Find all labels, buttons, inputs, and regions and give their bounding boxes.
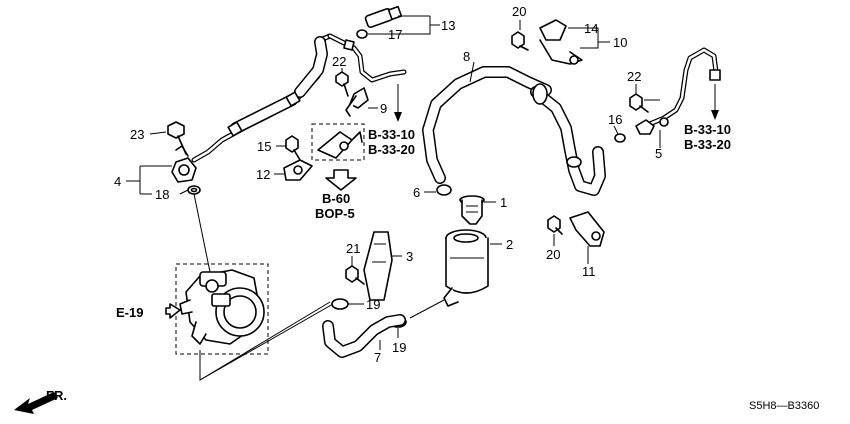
power-steering-pump: [179, 269, 265, 345]
part-13-pressure-switch: [364, 5, 440, 35]
callout-10: 10: [613, 35, 627, 50]
part-15-bolt: [276, 135, 301, 161]
high-pressure-pipe: [327, 33, 407, 83]
callout-9: 9: [380, 101, 387, 116]
arrow-b33-left: [394, 84, 402, 122]
callout-20-lower: 20: [546, 247, 560, 262]
part-12-clamp: [274, 159, 313, 181]
part-20-bolt-upper: [511, 20, 529, 51]
callout-20-upper: 20: [512, 4, 526, 19]
callout-7: 7: [374, 350, 381, 365]
part-14-clamp-bracket: [539, 19, 610, 65]
front-arrow: FR.: [14, 388, 67, 414]
part-20-bolt-lower: [547, 215, 563, 246]
callout-22-left: 22: [332, 54, 346, 69]
callout-23: 23: [130, 127, 144, 142]
callout-15: 15: [257, 139, 271, 154]
right-return-pipe: [635, 47, 721, 135]
callout-13: 13: [441, 18, 455, 33]
callout-8: 8: [463, 49, 470, 64]
callout-3: 3: [406, 249, 413, 264]
part-23-bolt: [149, 121, 187, 155]
callout-14: 14: [584, 21, 598, 36]
callout-11: 11: [582, 264, 596, 279]
high-pressure-hose: [191, 33, 333, 163]
callout-21: 21: [346, 241, 360, 256]
part-16-clamp: [613, 125, 626, 143]
part-22-bolt-left: [335, 68, 349, 97]
part-18-washer: [179, 185, 211, 273]
diagram-code: S5H8—B3360: [749, 400, 819, 412]
arrow-b33-right: [711, 84, 719, 120]
callout-12: 12: [256, 167, 270, 182]
callout-16: 16: [608, 112, 622, 127]
ref-b33-20-left: B-33-20: [368, 142, 415, 157]
part-11-stay: [569, 211, 605, 264]
ref-b60: B-60: [322, 191, 350, 206]
part-17-oring: [356, 29, 384, 39]
front-label: FR.: [46, 388, 67, 403]
ref-b33-20-right: B-33-20: [684, 137, 731, 152]
part-22-bolt-right: [629, 84, 660, 113]
callout-22-right: 22: [627, 69, 641, 84]
callout-5: 5: [655, 146, 662, 161]
part-9-bracket: [345, 87, 378, 117]
callout-1: 1: [500, 195, 507, 210]
part-7-suction-hose: [322, 299, 445, 358]
part-1-cap: [459, 195, 496, 225]
e19-label: E-19: [116, 305, 143, 320]
part-8-return-hose: [422, 61, 606, 196]
e19-reference: E-19: [116, 303, 181, 320]
bracket-dashed-box: [311, 123, 365, 161]
callout-2: 2: [506, 237, 513, 252]
part-19-clamp-upper: [331, 298, 364, 310]
callout-4: 4: [114, 174, 121, 189]
callout-19-lower: 19: [392, 340, 406, 355]
ref-bop5: BOP-5: [315, 206, 355, 221]
part-21-bolt: [345, 256, 365, 285]
callout-6: 6: [413, 185, 420, 200]
ref-b33-10-left: B-33-10: [368, 127, 415, 142]
callout-17: 17: [388, 27, 402, 42]
callout-19-upper: 19: [366, 297, 380, 312]
part-6-clamp: [424, 184, 452, 196]
callout-18: 18: [155, 187, 169, 202]
ref-b33-10-right: B-33-10: [684, 122, 731, 137]
part-2-reservoir: [443, 229, 502, 307]
b60-arrow: [325, 169, 357, 191]
part-3-bracket: [363, 231, 402, 301]
